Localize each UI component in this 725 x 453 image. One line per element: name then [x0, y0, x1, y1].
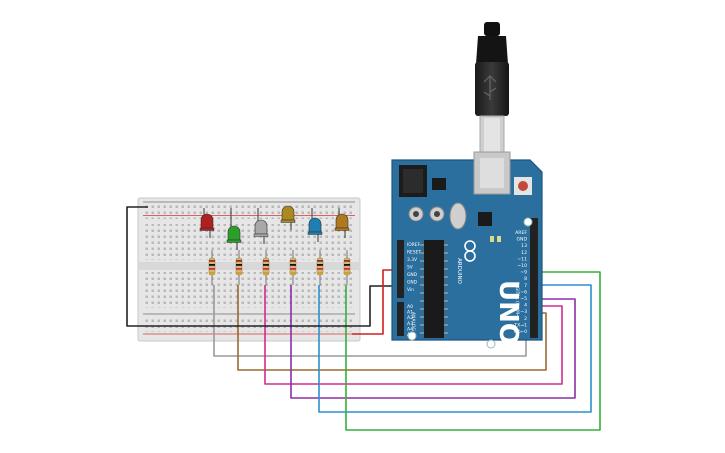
wire-blue[interactable]	[318, 284, 592, 413]
wire-green[interactable]	[345, 271, 601, 431]
pin-label: GND	[407, 280, 418, 286]
pin-label: ~10	[517, 263, 527, 269]
pin-label: A0	[407, 304, 413, 310]
pin-label: AREF	[515, 230, 527, 236]
resistor[interactable]	[208, 250, 216, 285]
pin-label: TX→1	[513, 322, 527, 328]
pin-label: Vin	[407, 287, 414, 293]
breadboard[interactable]	[137, 197, 361, 342]
pin-label: RX←0	[514, 329, 527, 335]
white-led[interactable]	[253, 219, 269, 237]
usb-cable[interactable]	[475, 22, 509, 155]
pin-label: ~5	[520, 296, 527, 302]
red-led[interactable]	[199, 213, 215, 231]
orange-led[interactable]	[334, 213, 350, 231]
pin-label: 4	[524, 303, 527, 309]
wire-magenta[interactable]	[264, 285, 563, 385]
resistor[interactable]	[289, 250, 297, 285]
pin-label: 3.3V	[407, 257, 417, 263]
power-header	[397, 240, 404, 298]
pin-label: A1	[407, 310, 413, 316]
wire-brown[interactable]	[237, 285, 547, 371]
pin-label: A4	[407, 326, 413, 332]
resistor[interactable]	[316, 250, 324, 285]
arduino-uno-board[interactable]: UNO ARDUINO DIGITAL (PWM~) ANALOG IN ARE…	[391, 151, 543, 349]
atmega-chip	[424, 240, 444, 338]
green-led[interactable]	[226, 225, 242, 243]
digital-label: DIGITAL (PWM~)	[514, 282, 520, 320]
digital-header	[530, 218, 538, 338]
wire-gnd[interactable]	[126, 206, 398, 327]
wire-purple[interactable]	[290, 285, 576, 399]
wires	[126, 206, 601, 431]
resistor[interactable]	[343, 250, 351, 285]
pin-label: 5V	[407, 265, 413, 271]
pin-label: A5	[407, 332, 413, 338]
pin-label: RESET	[407, 250, 421, 256]
pin-label: 13	[521, 243, 527, 249]
pin-label: ~6	[520, 289, 527, 295]
analog-header	[397, 302, 404, 336]
pin-label: 12	[521, 250, 527, 256]
pin-label: GND	[516, 237, 527, 243]
resistor[interactable]	[262, 250, 270, 285]
pin-label: 7	[524, 283, 527, 289]
pin-label: GND	[407, 272, 418, 278]
arduino-logo-icon	[464, 240, 476, 262]
resistor[interactable]	[235, 250, 243, 285]
blue-led[interactable]	[307, 217, 323, 235]
pin-label: IOREF	[407, 242, 421, 248]
pin-label: ~11	[517, 256, 527, 262]
pin-label: ~3	[520, 309, 527, 315]
pin-label: A3	[407, 321, 413, 327]
pin-label: ~9	[520, 270, 527, 276]
pin-label: 2	[524, 316, 527, 322]
analog-label: ANALOG IN	[410, 312, 416, 337]
arduino-label: ARDUINO	[456, 258, 462, 285]
wire-5v[interactable]	[352, 269, 398, 335]
yellow-led[interactable]	[280, 205, 296, 223]
uno-label: UNO	[493, 280, 523, 345]
leds	[199, 205, 351, 285]
pin-label: A2	[407, 315, 413, 321]
pin-label: 8	[524, 276, 527, 282]
